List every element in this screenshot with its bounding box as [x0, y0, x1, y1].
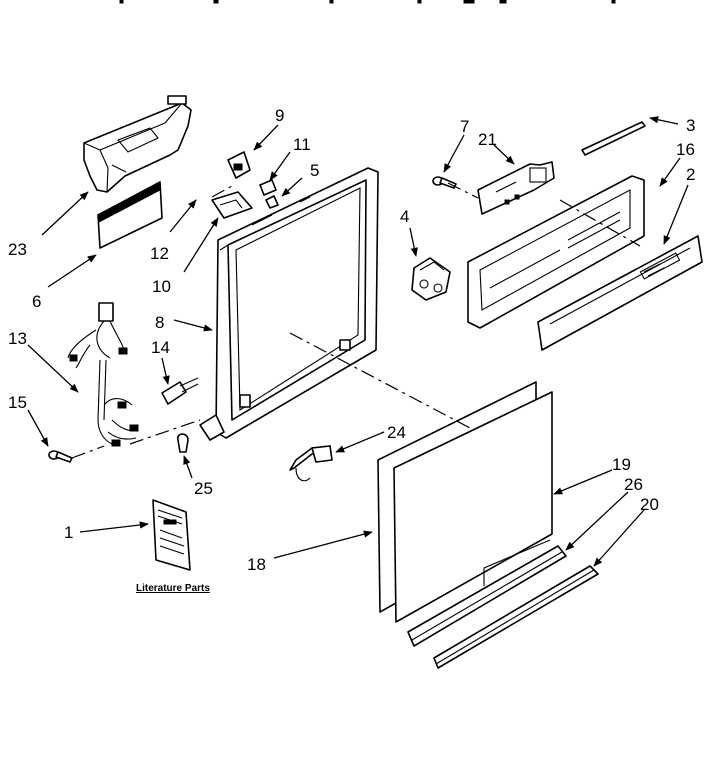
part-11-latch-button — [259, 179, 277, 196]
part-8-door-frame — [199, 167, 379, 441]
part-7-screw — [432, 176, 457, 189]
part-10-latch-base — [211, 191, 253, 219]
callout-8: 8 — [155, 313, 164, 332]
callout-19: 19 — [612, 455, 631, 474]
callout-6: 6 — [32, 292, 41, 311]
part-6-panel — [97, 181, 163, 249]
callout-7: 7 — [460, 117, 469, 136]
callout-21: 21 — [478, 130, 497, 149]
part-5-small-part — [265, 195, 279, 209]
literature-parts-label: Literature Parts — [136, 583, 210, 594]
callout-20: 20 — [640, 495, 659, 514]
part-13-wire-harness — [67, 302, 139, 447]
callout-25: 25 — [194, 479, 213, 498]
callout-10: 10 — [152, 277, 171, 296]
part-25-clip — [177, 433, 189, 453]
callout-5: 5 — [310, 161, 319, 180]
callout-3: 3 — [686, 116, 695, 135]
callout-11: 11 — [293, 135, 311, 154]
part-12-dash — [211, 185, 233, 198]
callout-numbers: 9 11 5 12 10 23 6 8 13 14 15 25 1 24 18 … — [8, 106, 695, 574]
callout-4: 4 — [400, 207, 409, 226]
part-3-strip — [581, 121, 646, 156]
part-16-control-panel — [467, 175, 645, 329]
callout-24: 24 — [387, 423, 406, 442]
callout-9: 9 — [275, 106, 284, 125]
callout-leaders — [27, 116, 689, 567]
part-24-bracket — [289, 445, 333, 482]
callout-18: 18 — [247, 555, 266, 574]
part-26-trim — [407, 545, 567, 647]
part-18-19-door-panels — [377, 381, 553, 623]
part-1-literature — [152, 499, 191, 571]
callout-1: 1 — [64, 523, 73, 542]
callout-23: 23 — [8, 240, 27, 259]
part-23-housing — [83, 95, 192, 193]
part-21-switch-holder — [477, 161, 555, 215]
callout-16: 16 — [676, 140, 695, 159]
part-9-latch — [227, 151, 251, 179]
callout-2: 2 — [686, 165, 695, 184]
part-2-console — [537, 235, 703, 351]
callout-15: 15 — [8, 393, 27, 412]
part-14-connector — [161, 377, 199, 405]
cropped-header-text — [119, 0, 616, 4]
part-20-bottom-trim — [433, 565, 599, 669]
part-15-screw — [48, 450, 73, 463]
callout-26: 26 — [624, 475, 643, 494]
callout-13: 13 — [8, 329, 27, 348]
part-4-switch — [411, 257, 451, 301]
callout-12: 12 — [150, 244, 169, 263]
callout-14: 14 — [151, 338, 170, 357]
assembly-dash-lines — [71, 182, 641, 459]
